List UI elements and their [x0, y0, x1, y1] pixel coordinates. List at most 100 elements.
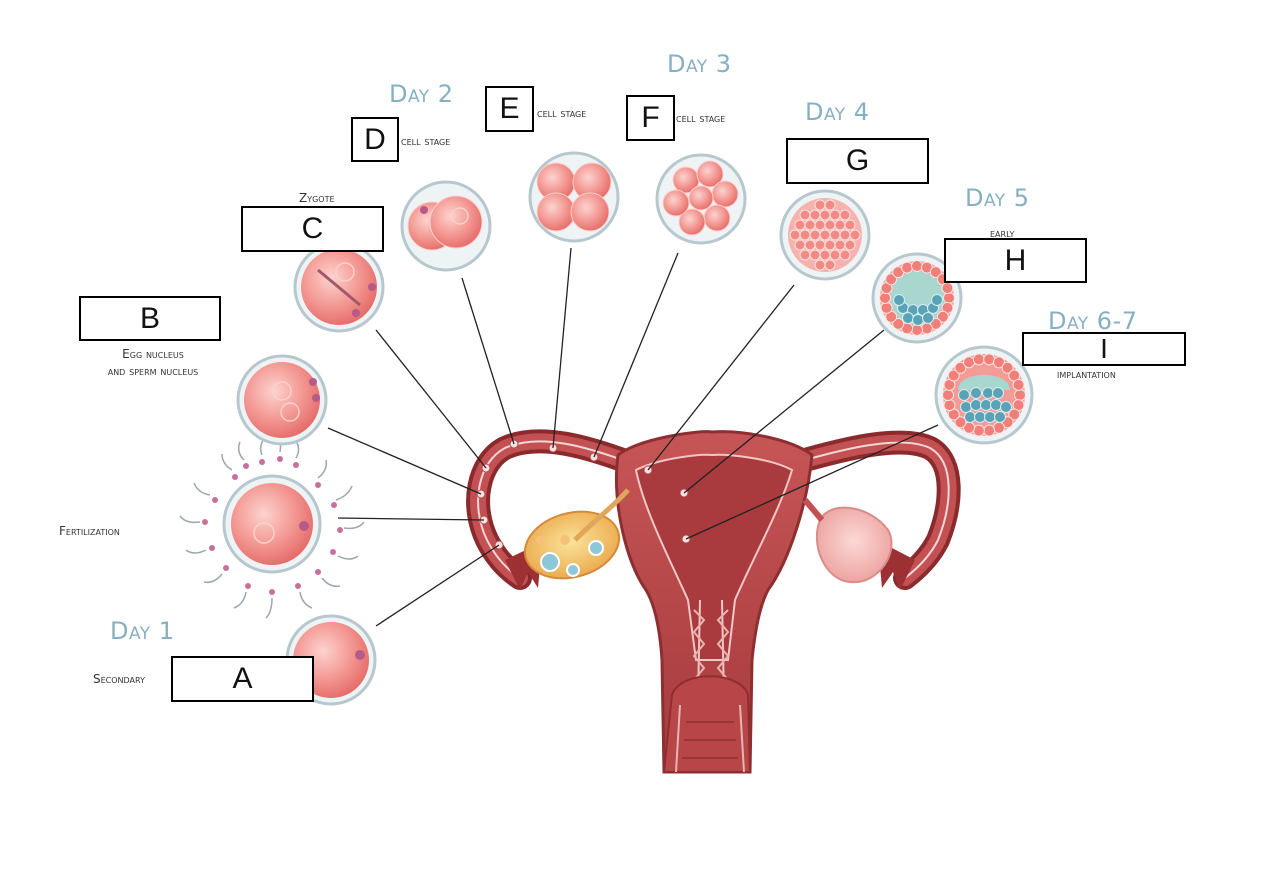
answer-box-h[interactable]: H [944, 238, 1087, 283]
trophoblast-cell [954, 361, 967, 374]
icm-cell [974, 411, 986, 423]
trophoblast-cell [1008, 408, 1021, 421]
trophoblast-cell [885, 273, 898, 286]
morula-blastomere [849, 229, 861, 241]
icm-cell [902, 312, 914, 324]
trophoblast-cell [947, 369, 960, 382]
icm-cell [984, 411, 996, 423]
morula-blastomere [814, 199, 826, 211]
answer-box-d[interactable]: D [351, 117, 399, 162]
answer-box-a[interactable]: A [171, 656, 314, 702]
answer-box-i[interactable]: I [1022, 332, 1186, 366]
trophoblast-cell [992, 421, 1005, 434]
icm-cell [970, 387, 982, 399]
cell-stage-f-caption: cell stage [676, 111, 726, 125]
icm-cell [992, 387, 1004, 399]
trophoblast-cell [901, 261, 914, 274]
day-2-label: Day 2 [389, 80, 454, 108]
morula-blastomere [819, 229, 831, 241]
morula-blastomere [824, 239, 836, 251]
early-caption: early [990, 226, 1015, 240]
trophoblast-cell [929, 266, 942, 279]
icm-cell [970, 399, 982, 411]
morula-blastomeres [789, 199, 861, 271]
morula-blastomere [794, 219, 806, 231]
sperm-heads [202, 456, 343, 595]
trophoblast-cell [911, 260, 923, 272]
trophoblast-cell [943, 292, 955, 304]
morula-blastomere [824, 259, 836, 271]
morula-cell [779, 189, 871, 281]
morula-blastomere [839, 249, 851, 261]
answer-box-b[interactable]: B [79, 296, 221, 341]
day-6-7-label: Day 6-7 [1048, 307, 1138, 335]
answer-box-f[interactable]: F [626, 95, 675, 141]
icm-cell [990, 399, 1002, 411]
zygote-caption: Zygote [299, 191, 335, 205]
implantation-inner-cell-mass [958, 387, 1012, 423]
four-cell-embryo [528, 151, 620, 243]
morula-blastomere [824, 199, 836, 211]
morula-blastomere [824, 219, 836, 231]
implantation-caption: implantation [1057, 367, 1116, 381]
icm-cell [960, 401, 972, 413]
trophoblast-cell [1001, 361, 1014, 374]
morula-blastomere [799, 209, 811, 221]
trophoblast-cell [879, 292, 891, 304]
morula-blastomere [789, 229, 801, 241]
morula-blastomere [829, 209, 841, 221]
morula-blastomere [829, 229, 841, 241]
day-5-label: Day 5 [965, 184, 1030, 212]
implantation-blastocyst-cell [934, 345, 1034, 445]
sperm-nucleus-caption: and sperm nucleus [107, 364, 199, 378]
icm-cell [958, 389, 970, 401]
trophoblast-cell [1014, 389, 1026, 401]
morula-blastomere [814, 239, 826, 251]
trophoblast-cell [992, 356, 1005, 369]
morula-blastomere [799, 229, 811, 241]
day-4-label: Day 4 [805, 98, 870, 126]
morula-blastomere [809, 209, 821, 221]
trophoblast-cell [954, 416, 967, 429]
morula-blastomere [814, 259, 826, 271]
morula-blastomere [814, 219, 826, 231]
trophoblast-cell [892, 317, 905, 330]
zygote-cell [293, 241, 385, 333]
trophoblast-cell [963, 356, 976, 369]
uterus [466, 429, 961, 774]
morula-blastomere [809, 229, 821, 241]
morula-blastomere [809, 249, 821, 261]
answer-box-c[interactable]: C [241, 206, 384, 252]
secondary-caption: Secondary [93, 672, 145, 686]
trophoblast-cell [972, 424, 985, 437]
morula-blastomere [839, 209, 851, 221]
icm-cell [994, 411, 1006, 423]
trophoblast-cell [936, 310, 949, 323]
icm-cell [982, 387, 994, 399]
inner-cell-mass [893, 294, 943, 326]
trophoblast-cell [972, 353, 985, 366]
icm-cell [964, 411, 976, 423]
trophoblast-cell [943, 399, 956, 412]
icm-cell [931, 294, 943, 306]
trophoblast-cell [880, 301, 893, 314]
egg-nucleus-caption: Egg nucleus [122, 347, 184, 361]
morula-blastomere [844, 239, 856, 251]
icm-cell [980, 399, 992, 411]
morula-blastomere [819, 209, 831, 221]
icm-cell [912, 314, 924, 326]
answer-box-e[interactable]: E [485, 86, 534, 132]
morula-blastomere [804, 219, 816, 231]
morula-blastomere [834, 239, 846, 251]
sperm-tails [179, 433, 365, 619]
answer-box-g[interactable]: G [786, 138, 929, 184]
morula-blastomere [804, 239, 816, 251]
icm-cell [893, 294, 905, 306]
morula-blastomere [839, 229, 851, 241]
pronuclei-cell [236, 354, 328, 446]
fertilization-caption: Fertilization [59, 524, 120, 538]
morula-blastomere [844, 219, 856, 231]
trophoblast-cell [942, 389, 954, 401]
trophoblast-cell [983, 424, 996, 437]
